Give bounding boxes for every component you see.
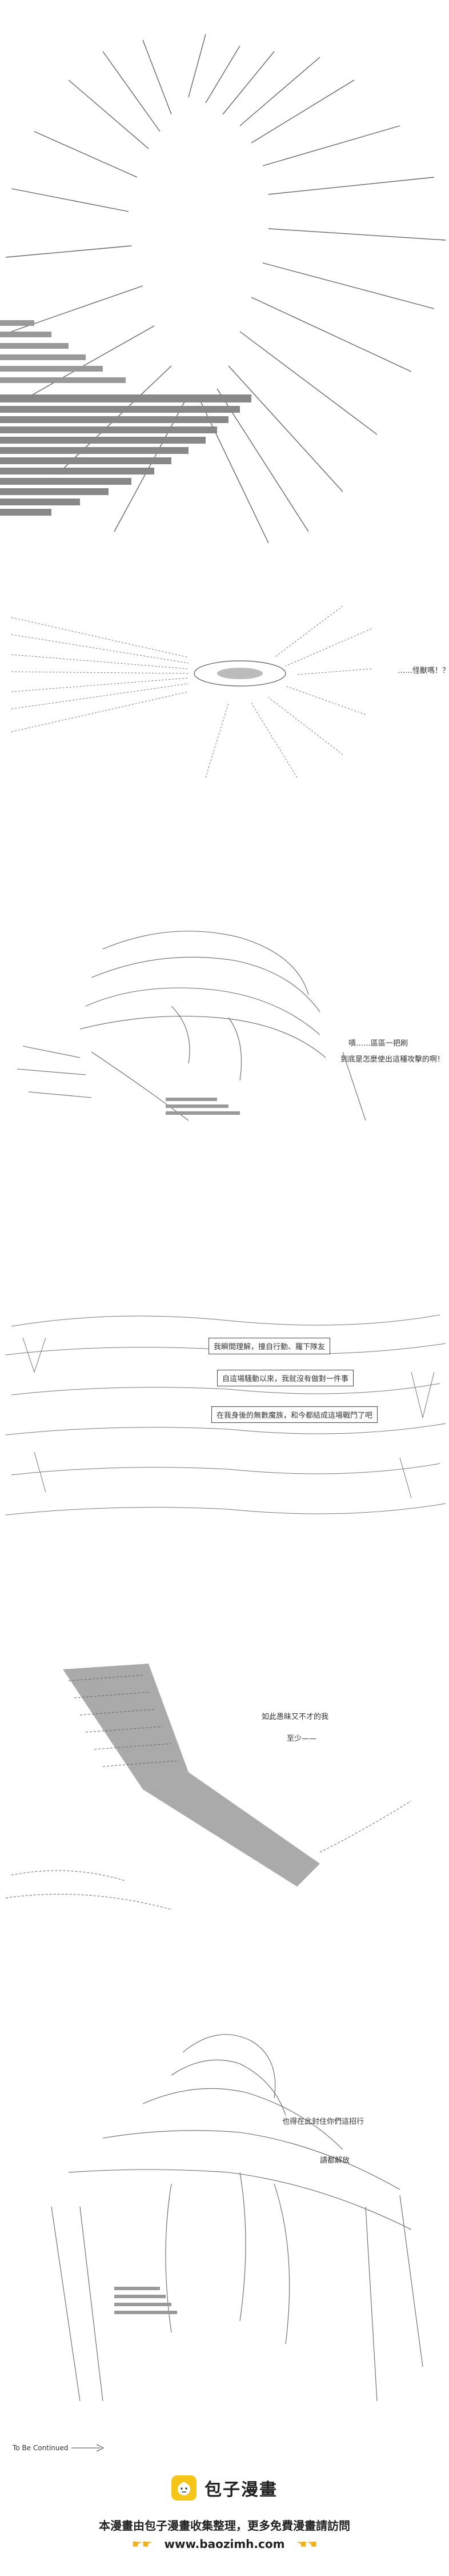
panel3-caption-1: 嘖……區區一把刷	[348, 1039, 408, 1048]
panel5-caption-2: 至少——	[287, 1734, 317, 1743]
arrow-right-icon	[71, 2444, 105, 2452]
bun-logo-icon	[171, 2475, 197, 2501]
panel4-box-2: 自這場騷動以來，我就沒有做對一件事	[217, 1370, 354, 1386]
brand-logo: 包子漫畫	[0, 2475, 449, 2501]
footer-url[interactable]: www.baozimh.com	[164, 2537, 285, 2551]
panel6-caption-1: 也得在此封住你們這招行	[282, 2118, 364, 2126]
panel3-caption-2: 到底是怎麼使出這種攻擊的啊！	[340, 1055, 445, 1064]
figure-art	[51, 2034, 423, 2402]
pointing-hand-icon: ☛☛	[131, 2537, 153, 2551]
panel2-caption: ……怪獸嗎！？	[398, 667, 449, 675]
panel-beams: ……怪獸嗎！？	[0, 572, 449, 812]
panel-strike: 如此愚昧又不才的我 至少——	[0, 1658, 449, 1927]
site-footer: 包子漫畫 本漫畫由包子漫畫收集整理，更多免費漫畫請訪問 ☛☛ www.baozi…	[0, 2453, 449, 2576]
beam-art	[11, 605, 372, 778]
brand-name: 包子漫畫	[205, 2480, 278, 2500]
panel6-caption-2: 請都解放	[320, 2156, 350, 2165]
panel4-box-1: 我瞬間理解，撞自行動、羅下隊友	[209, 1338, 331, 1354]
character-art	[17, 931, 366, 1121]
panel5-caption-1: 如此愚昧又不才的我	[262, 1713, 329, 1721]
to-be-continued-label: To Be Continued	[13, 2444, 69, 2452]
panel-character: 嘖……區區一把刷 到底是怎麼使出這種攻擊的啊！	[0, 915, 449, 1155]
panel-explosion	[0, 0, 449, 549]
panel-smoke: 我瞬間理解，撞自行動、羅下隊友 自這場騷動以來，我就沒有做對一件事 在我身後的無…	[0, 1303, 449, 1555]
panel4-box-3: 在我身後的無數魔族，和今都結成這場戰鬥了吧	[211, 1406, 378, 1423]
footer-notice: 本漫畫由包子漫畫收集整理，更多免費漫畫請訪問	[99, 2519, 350, 2533]
strike-art	[5, 1664, 412, 1910]
to-be-continued: To Be Continued	[13, 2441, 106, 2455]
footer-url-row: ☛☛ www.baozimh.com ☚☚	[0, 2537, 449, 2551]
panel-figure: 也得在此封住你們這招行 請都解放	[0, 2001, 449, 2435]
pointing-hand-icon: ☚☚	[296, 2537, 318, 2551]
smoke-art	[5, 1314, 446, 1516]
explosion-art	[0, 34, 446, 544]
